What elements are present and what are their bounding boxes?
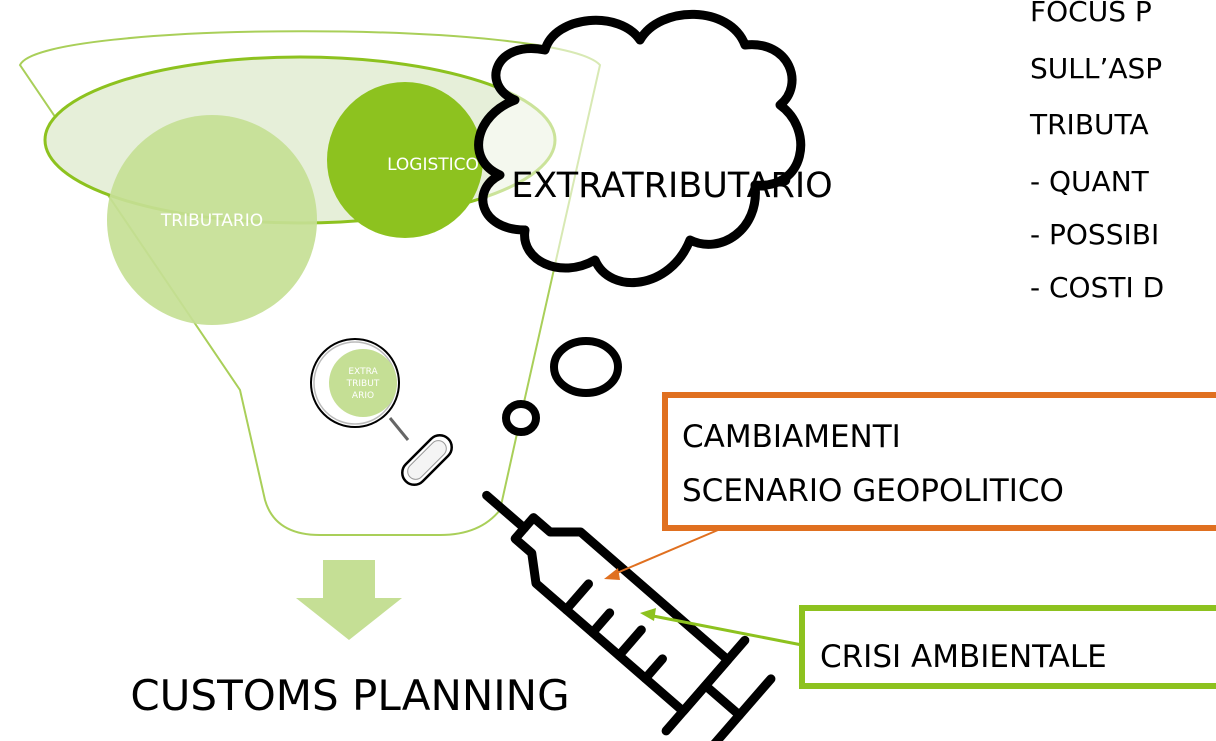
arrow-geopolitics xyxy=(611,529,719,576)
magnifier-label-line-2: TRIBUT xyxy=(346,379,380,389)
circle-logistico xyxy=(327,82,483,238)
circle-logistico-label: LOGISTICO xyxy=(387,155,479,175)
circle-tributario xyxy=(107,115,317,325)
focus-line-3: TRIBUTA xyxy=(1029,108,1149,141)
customs-planning-label: CUSTOMS PLANNING xyxy=(130,671,569,720)
down-arrow-icon xyxy=(296,560,402,640)
callout-geopolitics-line-1: CAMBIAMENTI xyxy=(682,419,901,455)
thought-bubble-small xyxy=(502,400,540,436)
focus-line-4: - QUANT xyxy=(1030,165,1150,198)
arrow-geopolitics-head xyxy=(604,568,620,580)
cloud-label: EXTRATRIBUTARIO xyxy=(511,166,832,206)
thought-cloud xyxy=(474,9,806,436)
callout-environment-box xyxy=(799,605,1216,689)
focus-line-5: - POSSIBI xyxy=(1030,218,1159,251)
callout-geopolitics-box xyxy=(662,392,1216,531)
arrow-environment-head xyxy=(640,608,656,621)
magnifier-label-line-3: ARIO xyxy=(352,391,374,401)
focus-line-2: SULL’ASP xyxy=(1030,52,1162,85)
callout-geopolitics-line-2: SCENARIO GEOPOLITICO xyxy=(682,473,1064,509)
arrow-environment xyxy=(647,613,803,647)
magnifier-label-line-1: EXTRA xyxy=(348,367,378,377)
callout-environment-label: CRISI AMBIENTALE xyxy=(820,639,1107,675)
syringe-icon xyxy=(482,490,776,741)
circle-tributario-label: TRIBUTARIO xyxy=(160,211,263,231)
thought-bubble-large xyxy=(550,337,622,397)
focus-line-1: FOCUS P xyxy=(1030,0,1152,28)
focus-text-block: FOCUS P SULL’ASP TRIBUTA - QUANT - POSSI… xyxy=(1029,0,1164,304)
magnifier-icon xyxy=(310,338,453,486)
focus-line-6: - COSTI D xyxy=(1030,271,1164,304)
